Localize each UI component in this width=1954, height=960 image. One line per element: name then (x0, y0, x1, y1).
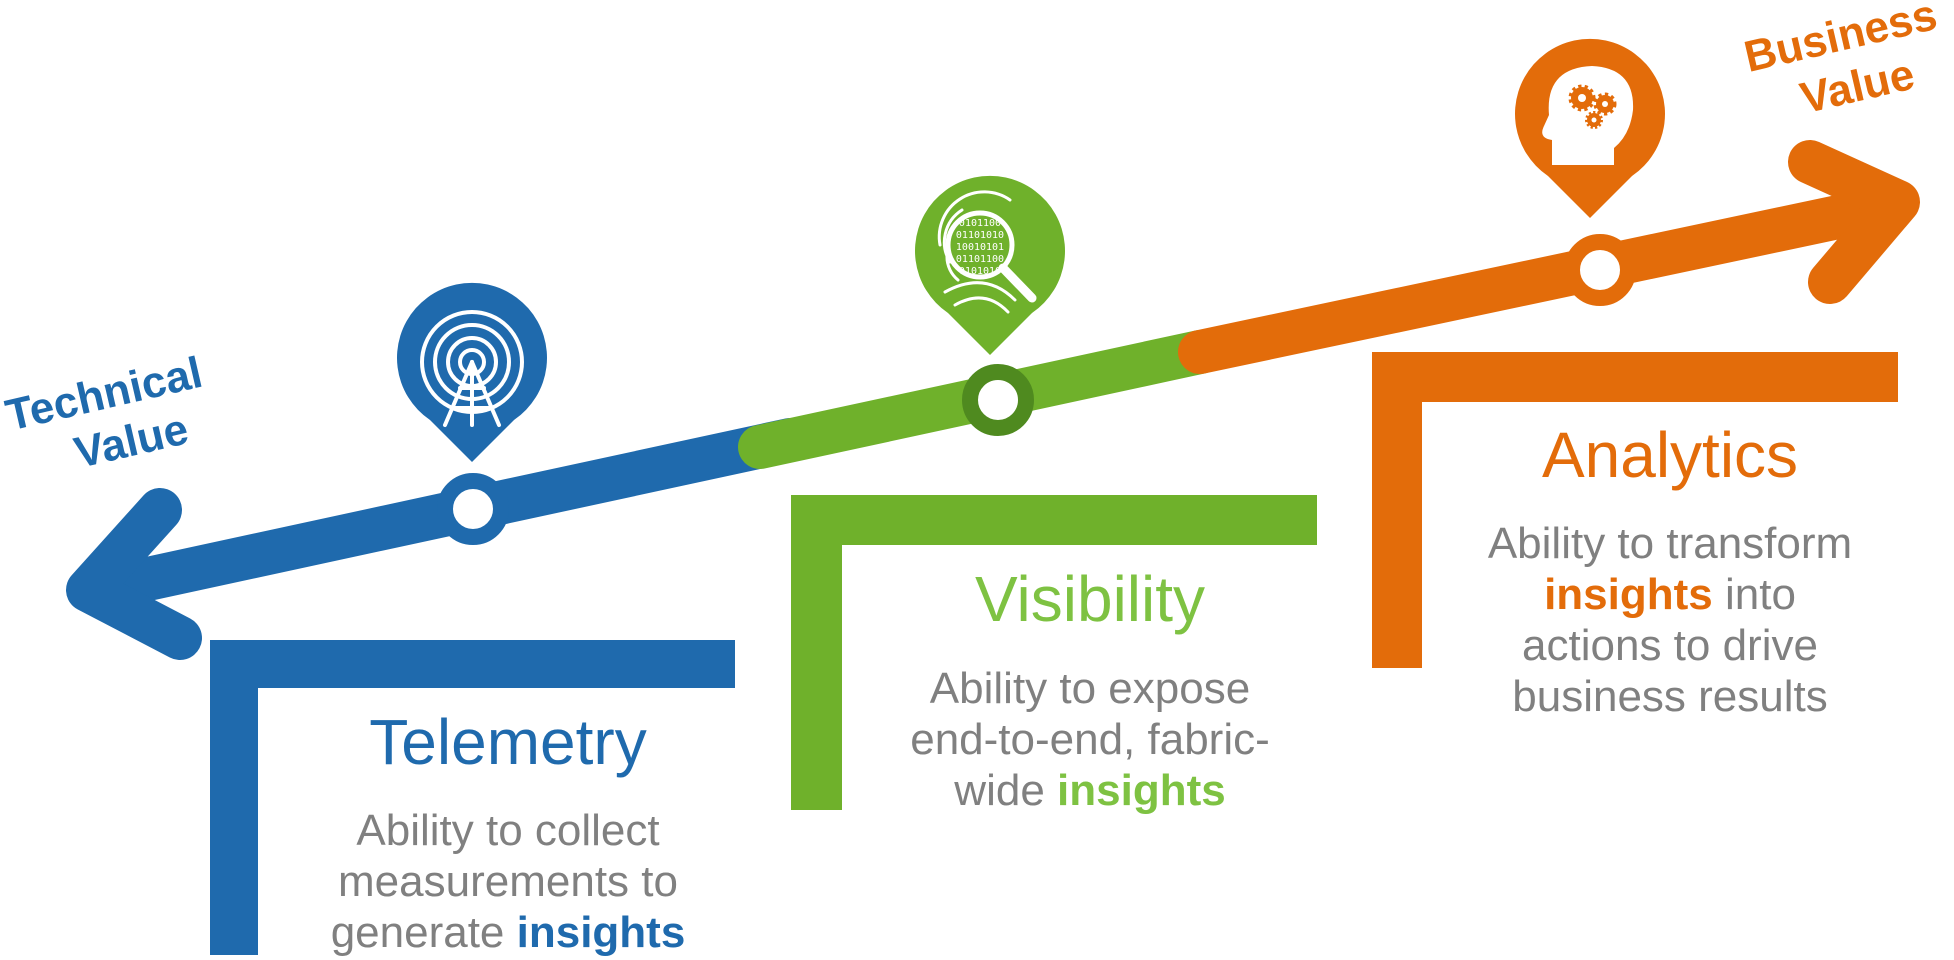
description-text: wide (953, 766, 1057, 815)
description-text: business results (1512, 672, 1827, 721)
description-text: Ability to transform (1488, 519, 1852, 568)
technical-value-label: Technical Value (1, 348, 207, 478)
description-text: into (1713, 570, 1796, 619)
binary-row-5: 0101010 (959, 266, 1001, 277)
description-text: measurements to (338, 857, 678, 906)
analytics-milestone-marker (1564, 234, 1636, 306)
right-arrowhead (1788, 140, 1920, 304)
telemetry-bracket (210, 640, 735, 955)
telemetry-title: Telemetry (369, 706, 646, 778)
description-text: end-to-end, fabric- (910, 715, 1270, 764)
insights-highlight: insights (517, 908, 686, 957)
head-gears-icon (1542, 66, 1634, 165)
insights-highlight: insights (1057, 766, 1226, 815)
binary-row-3: 10010101 (956, 242, 1004, 253)
binary-row-2: 01101010 (956, 230, 1004, 241)
insights-highlight: insights (1544, 570, 1713, 619)
description-text: Ability to collect (356, 806, 659, 855)
fingerprint-magnifier-icon: 0101100 01101010 10010101 01101100 01010… (937, 190, 1037, 314)
visibility-bracket (791, 495, 1317, 810)
stage-visibility: 0101100 01101010 10010101 01101100 01010… (791, 175, 1317, 815)
telemetry-milestone-marker (437, 473, 509, 545)
business-value-label: Business Value (1740, 0, 1942, 123)
visibility-title: Visibility (975, 563, 1205, 635)
visibility-milestone-marker (962, 364, 1034, 436)
antenna-signal-icon (420, 310, 524, 427)
description-text: Ability to expose (930, 664, 1250, 713)
binary-row-4: 01101100 (956, 254, 1004, 265)
left-arrowhead (66, 488, 202, 660)
analytics-title: Analytics (1542, 419, 1798, 491)
binary-row-1: 0101100 (959, 218, 1001, 229)
arrow-segment-orange (1178, 183, 1917, 374)
description-text: generate (331, 908, 517, 957)
description-text: actions to drive (1522, 621, 1818, 670)
analytics-bracket (1372, 352, 1898, 668)
